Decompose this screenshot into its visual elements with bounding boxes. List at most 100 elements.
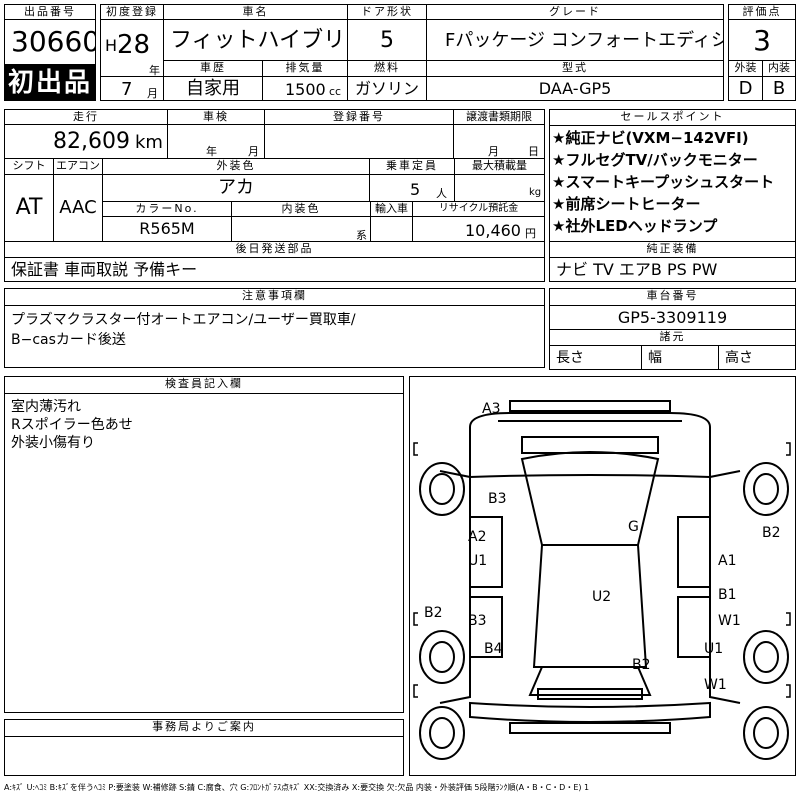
sales-point-item: ★純正ナビ(VXM−142VFI): [552, 129, 749, 147]
history-label: 車歴: [163, 60, 263, 77]
damage-mark-g: G: [628, 519, 639, 535]
month-unit: 月: [147, 87, 158, 100]
damage-mark-b3: B3: [468, 613, 487, 629]
inspection-cell: 年 月: [167, 124, 265, 159]
displacement-cell: 1500 cc: [262, 76, 348, 101]
damage-mark-u1: U1: [704, 641, 724, 657]
damage-mark-u1: U1: [468, 553, 488, 569]
reg-year: 28: [117, 30, 151, 60]
recycle-value: 10,460: [465, 221, 521, 240]
color-label: 外装色: [102, 158, 370, 175]
mileage-cell: 82,609 km: [4, 124, 168, 159]
int-color-cell: 系: [231, 216, 371, 242]
damage-mark-a3: A3: [482, 401, 501, 417]
model-value: DAA-GP5: [426, 76, 724, 101]
car-name-label: 車名: [163, 4, 348, 20]
interior-label: 内装: [762, 60, 796, 77]
fuel-label: 燃料: [347, 60, 427, 77]
fuel-value: ガソリン: [347, 76, 427, 101]
displacement-value: 1500: [285, 80, 326, 99]
capacity-cell: 5 人: [369, 174, 455, 202]
sales-point-item: ★スマートキープッシュスタート: [552, 173, 775, 191]
first-listing-badge: 初出品: [4, 65, 96, 101]
color-no-value: R565M: [102, 216, 232, 242]
damage-mark-b1: B1: [718, 587, 737, 603]
first-reg-month-cell: 7 月: [100, 76, 164, 101]
equipment-value: ナビ TV エアB PS PW: [549, 257, 796, 282]
capacity-value: 5: [410, 180, 421, 199]
sales-point-item: ★社外LEDヘッドランプ: [552, 217, 718, 235]
reg-month: 7: [121, 79, 133, 100]
inspection-year-unit: 年: [206, 145, 217, 158]
ac-label: エアコン: [53, 158, 103, 175]
import-cell: [370, 216, 413, 242]
door-value: 5: [347, 19, 427, 61]
history-value: 自家用: [163, 76, 263, 101]
model-label: 型式: [426, 60, 724, 77]
displacement-label: 排気量: [262, 60, 348, 77]
car-outline-icon: [413, 400, 791, 760]
era: H: [105, 36, 118, 55]
transfer-cell: 月 日: [453, 124, 545, 159]
lot-no-label: 出品番号: [4, 4, 96, 20]
damage-mark-b2: B2: [424, 605, 443, 621]
notes-box: プラズマクラスター付オートエアコン/ユーザー買取車/ B−casカード後送: [4, 305, 545, 368]
car-diagram: A3 B3 G B2 A2 U1 A1 U2 B2 B1 B3 W1 B4 U1…: [409, 376, 796, 776]
inspector-label: 検査員記入欄: [4, 376, 404, 394]
chassis-value: GP5-3309119: [549, 305, 796, 330]
chassis-label: 車台番号: [549, 288, 796, 306]
door-label: ドア形状: [347, 4, 427, 20]
capacity-unit: 人: [436, 187, 447, 200]
inspector-box: 室内薄汚れ Rスポイラー色あせ 外装小傷有り: [4, 393, 404, 713]
sales-points-box: ★純正ナビ(VXM−142VFI) ★フルセグTV/バックモニター ★スマートキ…: [549, 125, 796, 242]
inspection-month-unit: 月: [248, 145, 259, 158]
damage-mark-b4: B4: [484, 641, 503, 657]
score-label: 評価点: [728, 4, 796, 20]
color-no-label: カラーNo.: [102, 201, 232, 217]
inspector-line: Rスポイラー色あせ: [11, 417, 133, 433]
recycle-label: リサイクル預託金: [412, 201, 545, 217]
exterior-label: 外装: [728, 60, 763, 77]
mileage-value: 82,609: [53, 129, 130, 154]
damage-mark-b2: B2: [762, 525, 781, 541]
transfer-label: 譲渡書類期限: [453, 109, 545, 125]
mileage-unit: km: [135, 132, 163, 153]
damage-mark-b3: B3: [488, 491, 507, 507]
first-reg-label: 初度登録: [100, 4, 164, 20]
year-unit: 年: [149, 64, 160, 77]
car-name: フィットハイブリッド: [163, 19, 348, 61]
grade-label: グレード: [426, 4, 724, 20]
load-cell: kg: [454, 174, 545, 202]
capacity-label: 乗車定員: [369, 158, 455, 175]
load-unit: kg: [529, 187, 542, 198]
grade-value: Fパッケージ コンフォートエディション: [426, 19, 724, 61]
dims-label: 諸元: [549, 329, 796, 346]
later-parts-label: 後日発送部品: [4, 241, 545, 258]
shift-label: シフト: [4, 158, 54, 175]
notes-line: B−casカード後送: [11, 332, 126, 348]
first-reg-year-cell: H 28 年: [100, 19, 164, 77]
office-label: 事務局よりご案内: [4, 719, 404, 737]
color-value: アカ: [102, 174, 370, 202]
inspector-line: 外装小傷有り: [11, 435, 95, 451]
equipment-label: 純正装備: [549, 241, 796, 258]
length-label: 長さ: [549, 345, 642, 370]
sales-point-item: ★フルセグTV/バックモニター: [552, 151, 758, 169]
exterior-grade: D: [728, 76, 763, 101]
lot-no: 30660: [4, 19, 96, 65]
damage-mark-b2: B2: [632, 657, 651, 673]
shift-value: AT: [4, 174, 54, 242]
damage-mark-a2: A2: [468, 529, 487, 545]
score-value: 3: [728, 19, 796, 61]
legend: A:ｷｽﾞ U:ﾍｺﾐ B:ｷｽﾞを伴うﾍｺﾐ P:要塗装 W:補修跡 S:錆 …: [4, 783, 590, 792]
mileage-label: 走行: [4, 109, 168, 125]
int-color-label: 内装色: [231, 201, 371, 217]
inspector-line: 室内薄汚れ: [11, 399, 81, 415]
damage-mark-w1: W1: [718, 613, 741, 629]
interior-grade: B: [762, 76, 796, 101]
import-label: 輸入車: [370, 201, 413, 217]
recycle-cell: 10,460 円: [412, 216, 545, 242]
width-label: 幅: [641, 345, 719, 370]
inspection-label: 車検: [167, 109, 265, 125]
displacement-unit: cc: [329, 85, 342, 98]
